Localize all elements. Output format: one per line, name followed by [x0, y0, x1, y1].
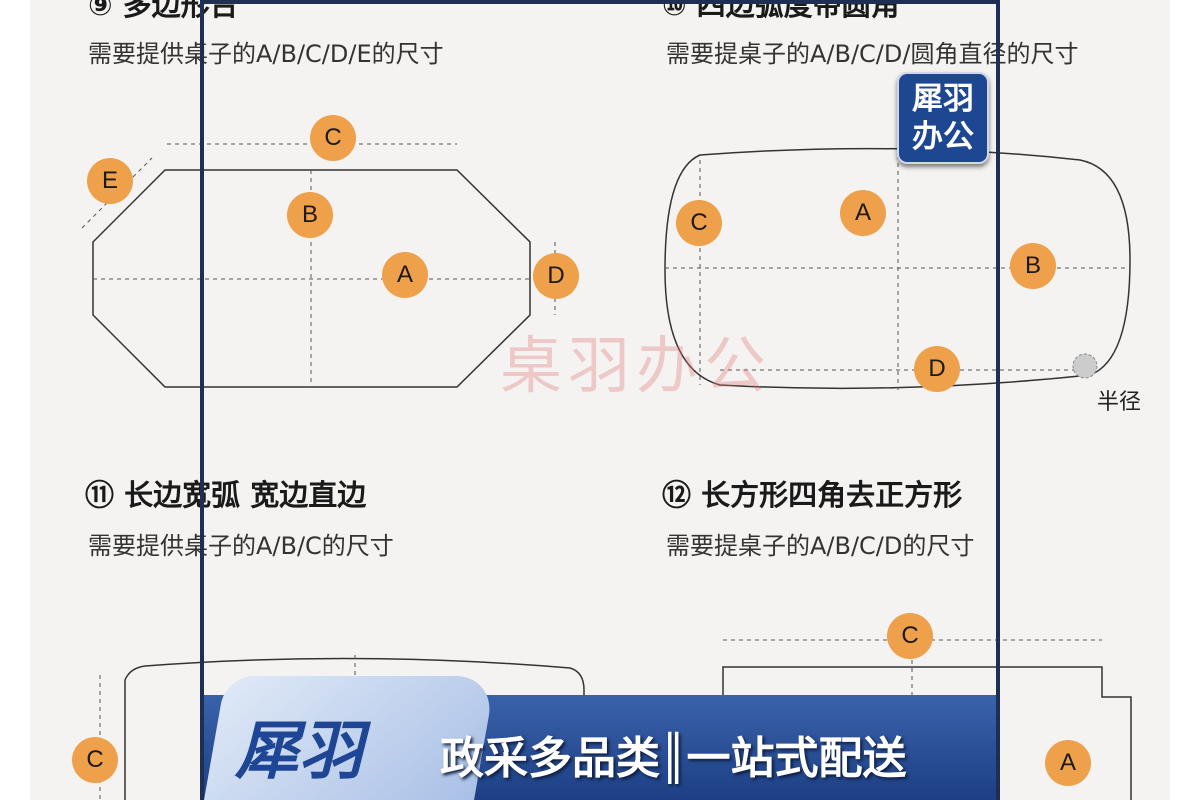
polygon-table-shape — [92, 169, 531, 388]
badge-a: A — [1045, 740, 1091, 786]
badge-b: B — [1010, 243, 1056, 289]
badge-c: C — [72, 737, 118, 783]
badge-a: A — [382, 252, 428, 298]
section-11-heading: ⑪ 长边宽弧 宽边直边 — [85, 478, 367, 512]
arc-table-shape — [124, 657, 585, 800]
watermark: 桌羽办公 — [500, 329, 773, 402]
badge-c: C — [887, 613, 933, 659]
badge-a: A — [840, 190, 886, 236]
badge-c: C — [676, 200, 722, 246]
badge-d: D — [914, 346, 960, 392]
section-12-subtitle: 需要提桌子的A/B/C/D的尺寸 — [666, 532, 975, 560]
badge-d: D — [533, 253, 579, 299]
badge-c: C — [310, 115, 356, 161]
badge-e: E — [87, 158, 133, 204]
section-10-heading: ⑩ 四边弧度带圆角 — [662, 0, 900, 22]
section-12-heading: ⑫ 长方形四角去正方形 — [662, 478, 963, 512]
badge-b: B — [287, 192, 333, 238]
section-11-subtitle: 需要提供桌子的A/B/C的尺寸 — [88, 532, 394, 560]
section-9-subtitle: 需要提供桌子的A/B/C/D/E的尺寸 — [88, 40, 444, 68]
banner-slogan: 政采多品类║一站式配送 — [440, 733, 907, 784]
radius-label: 半径 — [1097, 390, 1142, 415]
logo-text: 犀羽办公 — [912, 81, 974, 155]
notched-table-shape — [722, 666, 1132, 800]
banner-brand: 犀羽 — [235, 715, 363, 789]
brand-logo: 犀羽办公 — [897, 72, 989, 164]
section-10-subtitle: 需要提桌子的A/B/C/D/圆角直径的尺寸 — [666, 40, 1079, 68]
corner-radius-marker — [1072, 353, 1098, 379]
